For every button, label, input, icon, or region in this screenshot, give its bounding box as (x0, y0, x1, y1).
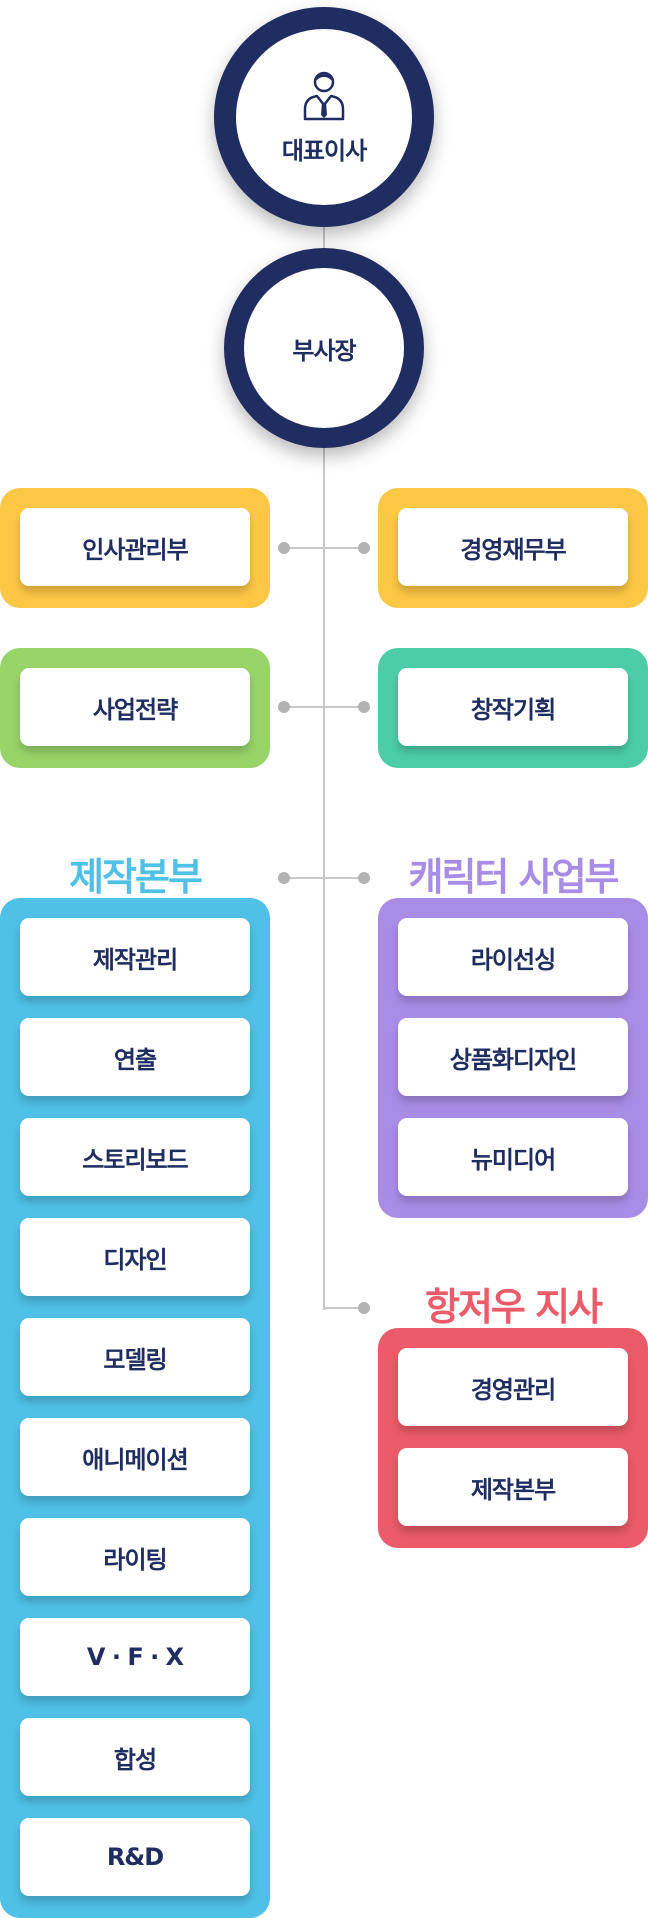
production-item: R&D (20, 1818, 250, 1896)
ceo-label: 대표이사 (281, 136, 367, 165)
branch-line-row3 (284, 877, 364, 879)
hr-department: 인사관리부 (20, 508, 250, 586)
branch-line-row1 (284, 547, 364, 549)
hangzhou-item: 경영관리 (398, 1348, 628, 1426)
production-item: V · F · X (20, 1618, 250, 1696)
character-item: 뉴미디어 (398, 1118, 628, 1196)
production-item: 라이팅 (20, 1518, 250, 1596)
production-item: 애니메이션 (20, 1418, 250, 1496)
production-item: 합성 (20, 1718, 250, 1796)
vp-node: 부사장 (224, 248, 424, 448)
connector-dot (358, 1302, 370, 1314)
hangzhou-branch-title: 항저우 지사 (424, 1285, 603, 1329)
businessman-icon (303, 71, 345, 120)
ceo-node: 대표이사 (214, 7, 434, 227)
production-division-title: 제작본부 (69, 855, 203, 899)
branch-line-hangzhou (324, 1307, 364, 1309)
connector-dot (278, 701, 290, 713)
finance-department-panel: 경영재무부 (378, 488, 648, 608)
hr-department-panel: 인사관리부 (0, 488, 270, 608)
strategy-department: 사업전략 (20, 668, 250, 746)
main-connector-line (323, 210, 325, 1310)
connector-dot (358, 872, 370, 884)
character-item: 상품화디자인 (398, 1018, 628, 1096)
connector-dot (358, 701, 370, 713)
branch-line-row2 (284, 706, 364, 708)
character-division-title: 캐릭터 사업부 (408, 855, 620, 899)
creative-planning-panel: 창작기획 (378, 648, 648, 768)
connector-dot (358, 542, 370, 554)
creative-planning-department: 창작기획 (398, 668, 628, 746)
strategy-department-panel: 사업전략 (0, 648, 270, 768)
production-item: 연출 (20, 1018, 250, 1096)
production-item: 스토리보드 (20, 1118, 250, 1196)
production-item: 제작관리 (20, 918, 250, 996)
character-item: 라이선싱 (398, 918, 628, 996)
connector-dot (278, 542, 290, 554)
vp-label: 부사장 (292, 336, 356, 365)
connector-dot (278, 872, 290, 884)
finance-department: 경영재무부 (398, 508, 628, 586)
hangzhou-item: 제작본부 (398, 1448, 628, 1526)
production-item: 모델링 (20, 1318, 250, 1396)
production-item: 디자인 (20, 1218, 250, 1296)
